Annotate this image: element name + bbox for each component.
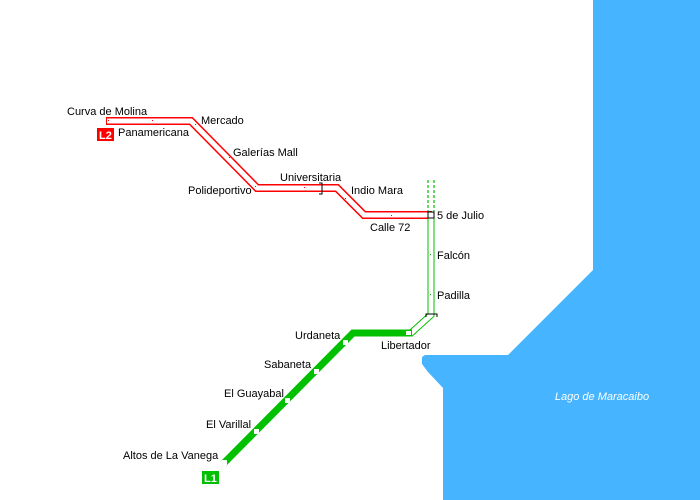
line-badge-l1-label: L1 — [204, 473, 217, 485]
station-curva-de-molina[interactable]: Curva de Molina — [67, 106, 148, 118]
line-badge-l2[interactable] — [97, 128, 114, 141]
station-el-varillal[interactable]: El Varillal — [206, 419, 251, 431]
l2-station-dots — [108, 120, 392, 216]
station-altos-de-la-vanega[interactable]: Altos de La Vanega — [123, 450, 219, 462]
transfer-connector — [319, 182, 323, 195]
lake-water — [422, 0, 700, 500]
station-polideportivo[interactable]: Polideportivo — [188, 185, 252, 197]
station-libertador[interactable]: Libertador — [381, 340, 431, 352]
line-badge-l2-label: L2 — [99, 130, 112, 142]
line-l1-extension[interactable] — [407, 180, 438, 337]
station-falcon[interactable]: Falcón — [437, 250, 470, 262]
line-badge-l1[interactable] — [202, 471, 219, 484]
station-galerias-mall[interactable]: Galerías Mall — [233, 147, 298, 159]
station-5-de-julio[interactable]: 5 de Julio — [437, 210, 484, 222]
station-el-guayabal[interactable]: El Guayabal — [224, 388, 284, 400]
line-l1[interactable] — [221, 329, 412, 466]
station-panamericana[interactable]: Panamericana — [118, 127, 190, 139]
station-calle-72[interactable]: Calle 72 — [370, 222, 410, 234]
station-mercado[interactable]: Mercado — [201, 115, 244, 127]
station-padilla[interactable]: Padilla — [437, 290, 471, 302]
station-sabaneta[interactable]: Sabaneta — [264, 359, 312, 371]
station-marker-5-de-julio[interactable] — [427, 211, 435, 219]
station-urdaneta[interactable]: Urdaneta — [295, 330, 341, 342]
line-l2[interactable] — [106, 117, 432, 219]
station-indio-mara[interactable]: Indio Mara — [351, 185, 404, 197]
lake-label: Lago de Maracaibo — [555, 391, 649, 403]
station-universitaria[interactable]: Universitaria — [280, 172, 342, 184]
l1-station-markers — [222, 331, 411, 465]
